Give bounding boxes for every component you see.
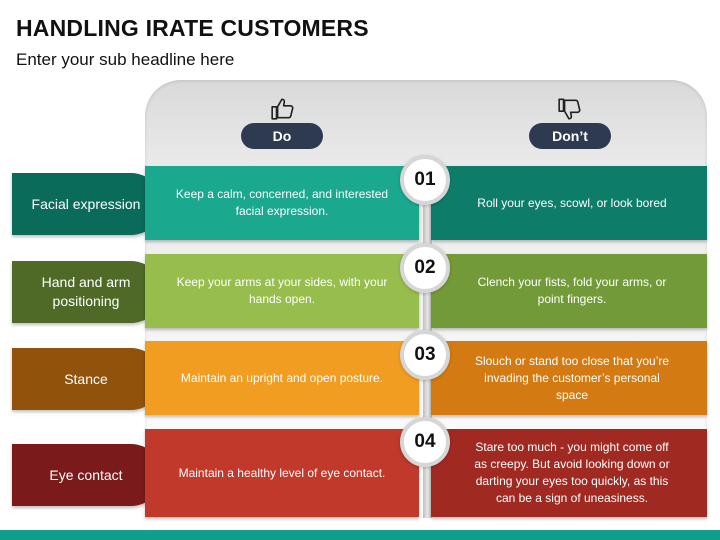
row-label-hand-and-arm-positioning: Hand and arm positioning [12,261,162,323]
page-title: HANDLING IRATE CUSTOMERS [16,15,369,41]
dont-cell-facial-expression: Roll your eyes, scowl, or look bored [431,166,707,240]
do-cell-eye-contact: Maintain a healthy level of eye contact. [145,429,419,517]
dont-column-header: Don’t [529,123,611,149]
thumbs-up-icon [271,98,294,120]
do-column-header: Do [241,123,323,149]
do-cell-stance: Maintain an upright and open posture. [145,341,419,415]
dont-cell-hand-and-arm-positioning: Clench your fists, fold your arms, or po… [431,254,707,328]
footer-accent-bar [0,530,720,540]
row-label-stance: Stance [12,348,162,410]
do-cell-facial-expression: Keep a calm, concerned, and interested f… [145,166,419,240]
row-number-badge: 01 [400,155,450,205]
row-label-eye-contact: Eye contact [12,444,162,506]
dont-cell-stance: Slouch or stand too close that you’re in… [431,341,707,415]
row-label-facial-expression: Facial expression [12,173,162,235]
page-subtitle: Enter your sub headline here [16,50,235,69]
dont-cell-eye-contact: Stare too much - you might come off as c… [431,429,707,517]
row-number-badge: 04 [400,417,450,467]
row-number-badge: 03 [400,330,450,380]
row-number-badge: 02 [400,243,450,293]
do-cell-hand-and-arm-positioning: Keep your arms at your sides, with your … [145,254,419,328]
thumbs-down-icon [558,98,581,120]
